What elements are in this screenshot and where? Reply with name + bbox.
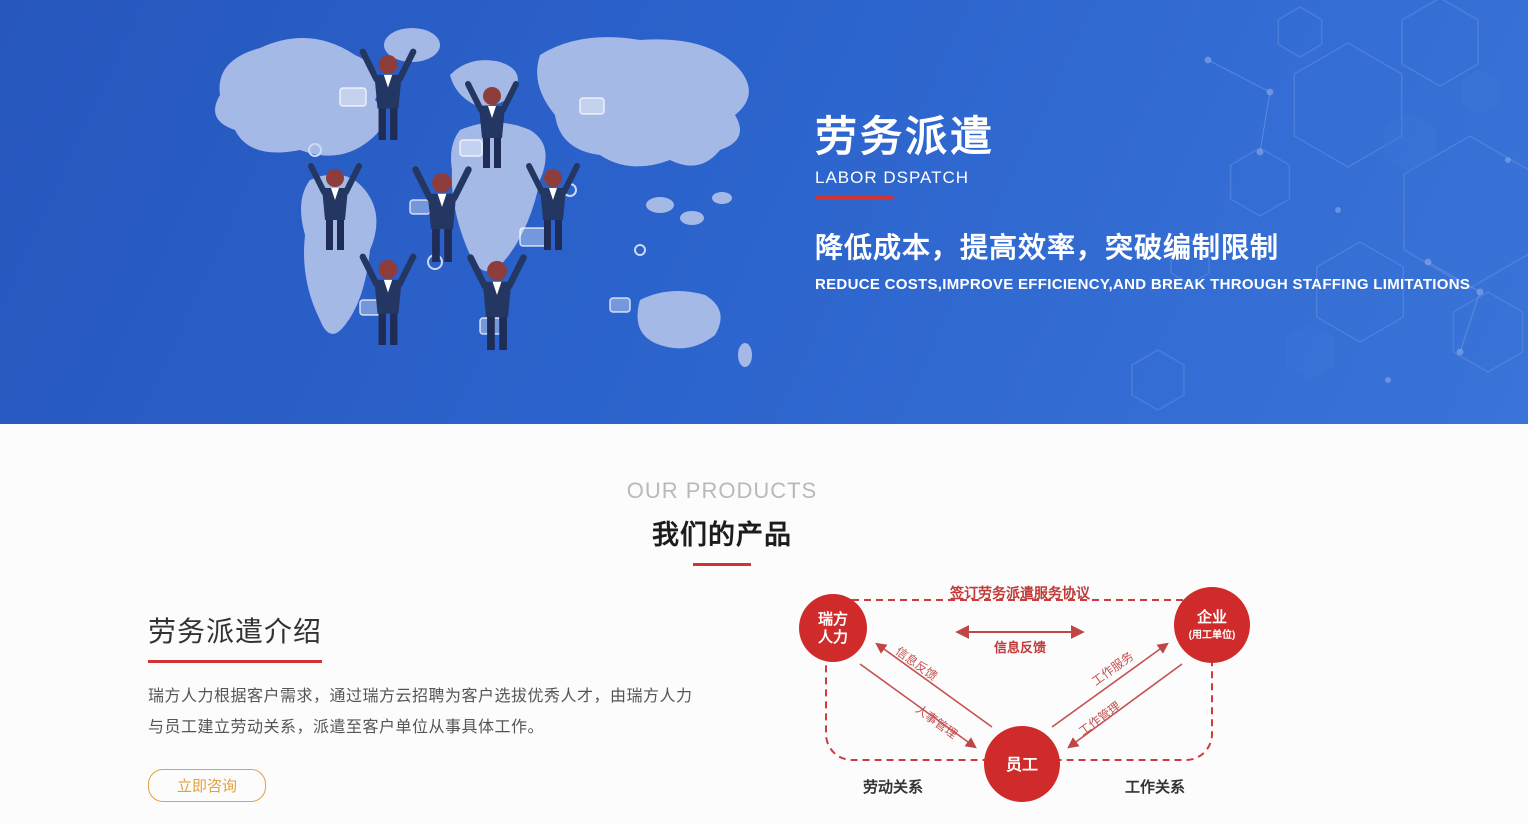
people-figures xyxy=(308,48,580,350)
left-upper-label: 信息反馈 xyxy=(893,643,941,683)
agency-node xyxy=(799,594,867,662)
person-figure xyxy=(308,163,362,250)
person-figure xyxy=(412,166,472,262)
hero-subtitle: LABOR DSPATCH xyxy=(815,168,970,188)
hero-text-block: 劳务派遣 LABOR DSPATCH 降低成本，提高效率，突破编制限制 REDU… xyxy=(815,112,1470,293)
products-heading: OUR PRODUCTS 我们的产品 xyxy=(0,478,1444,566)
agency-label-line1: 瑞方 xyxy=(818,610,848,628)
person-figure xyxy=(467,254,527,350)
world-map-people-illustration xyxy=(215,28,752,367)
products-underline xyxy=(693,563,751,566)
feedback-label: 信息反馈 xyxy=(994,640,1046,655)
hero-tagline: 降低成本，提高效率，突破编制限制 xyxy=(815,232,1280,264)
hero-title: 劳务派遣 xyxy=(815,113,996,160)
left-lower-label: 人事管理 xyxy=(913,701,961,741)
person-figure xyxy=(465,81,519,168)
person-figure xyxy=(359,253,417,345)
company-node xyxy=(1174,587,1250,663)
company-label-line1: 企业 xyxy=(1196,608,1227,626)
person-figure xyxy=(359,48,417,140)
hexagon-pattern-icon xyxy=(1008,0,1528,424)
hr-management-arrow xyxy=(859,663,977,749)
agreement-label: 签订劳务派遣服务协议 xyxy=(949,585,1091,601)
company-label-line2: (用工单位) xyxy=(1189,628,1236,641)
consult-now-button[interactable]: 立即咨询 xyxy=(148,769,267,803)
labor-relation-label: 劳动关系 xyxy=(863,778,923,796)
work-relation-label: 工作关系 xyxy=(1125,778,1185,796)
floating-card-icons xyxy=(339,87,631,335)
intro-title: 劳务派遣介绍 xyxy=(148,610,323,663)
products-eyebrow: OUR PRODUCTS xyxy=(626,478,818,503)
person-figure xyxy=(526,163,580,250)
dispatch-diagram: 瑞方 人力 企业 (用工单位) 员工 签订劳务派遣服务协议 信息反馈 信息反馈 … xyxy=(782,572,1262,824)
intro-block: 劳务派遣介绍 瑞方人力根据客户需求，通过瑞方云招聘为客户选拔优秀人才，由瑞方人力… xyxy=(148,610,693,803)
intro-body: 瑞方人力根据客户需求，通过瑞方云招聘为客户选拔优秀人才，由瑞方人力与员工建立劳动… xyxy=(148,688,693,737)
world-map xyxy=(215,28,752,367)
info-feedback-arrow xyxy=(875,642,993,728)
employee-node xyxy=(984,726,1060,802)
hero-banner: 劳务派遣 LABOR DSPATCH 降低成本，提高效率，突破编制限制 REDU… xyxy=(0,0,1528,424)
employee-label: 员工 xyxy=(1006,756,1038,774)
hero-tagline-en: REDUCE COSTS,IMPROVE EFFICIENCY,AND BREA… xyxy=(815,276,1471,294)
products-title: 我们的产品 xyxy=(652,520,792,550)
work-service-arrow xyxy=(1051,642,1169,728)
agency-label-line2: 人力 xyxy=(818,628,848,646)
work-management-arrow xyxy=(1067,663,1183,749)
hero-underline xyxy=(815,196,893,201)
